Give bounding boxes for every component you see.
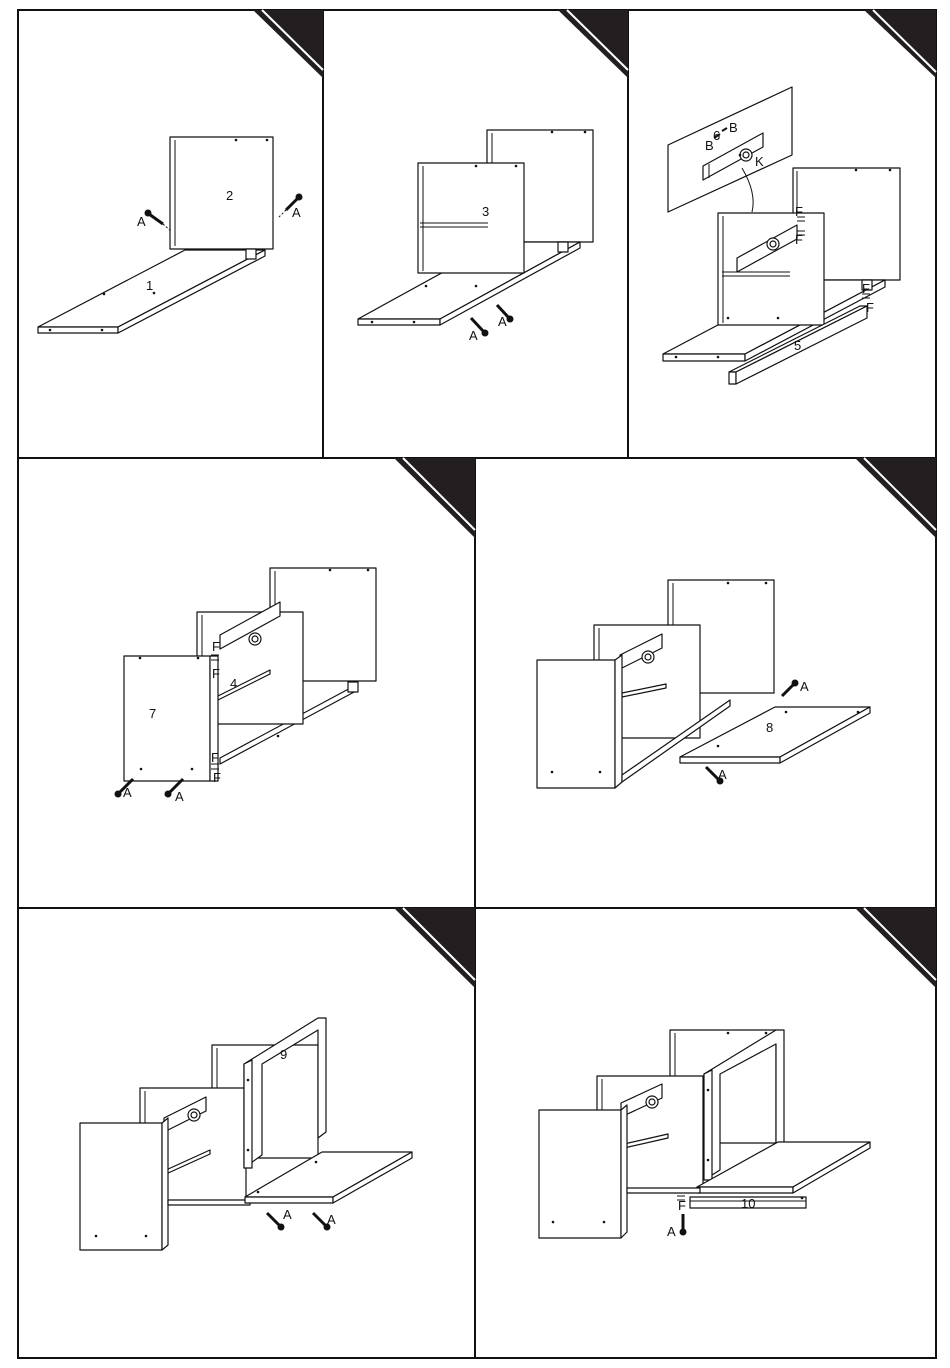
step-2-drawing: 3 A A bbox=[358, 130, 593, 343]
step-marker-4 bbox=[394, 458, 475, 538]
part-label: 3 bbox=[482, 204, 489, 219]
step-marker-1 bbox=[253, 10, 323, 78]
hardware-label: F bbox=[212, 666, 220, 681]
hardware-label: A bbox=[137, 214, 146, 229]
hardware-label: F bbox=[211, 750, 219, 765]
part-label: 5 bbox=[794, 338, 801, 353]
part-label: 8 bbox=[766, 720, 773, 735]
part-label: 1 bbox=[146, 278, 153, 293]
step-4-drawing: 7 4 F F F F A A bbox=[115, 568, 376, 804]
part-label: 9 bbox=[280, 1047, 287, 1062]
step-7-drawing: 10 F A bbox=[539, 1030, 870, 1239]
hardware-label: A bbox=[123, 785, 132, 800]
step-marker-7 bbox=[855, 908, 936, 988]
hardware-label: A bbox=[327, 1212, 336, 1227]
hardware-label: F bbox=[213, 770, 221, 785]
hardware-label: F bbox=[795, 204, 803, 219]
hardware-label: A bbox=[667, 1224, 676, 1239]
part-label: 7 bbox=[149, 706, 156, 721]
hardware-label: B bbox=[729, 120, 738, 135]
corner-markers bbox=[253, 10, 936, 988]
screw-icon bbox=[267, 1213, 330, 1230]
hardware-label: K bbox=[755, 154, 764, 169]
step-1-drawing: 2 1 A A bbox=[38, 137, 302, 333]
step-5-drawing: 8 A A bbox=[537, 580, 870, 788]
hardware-label: A bbox=[800, 679, 809, 694]
step-marker-5 bbox=[855, 458, 936, 538]
hardware-label: F bbox=[866, 300, 874, 315]
part-label: 10 bbox=[741, 1196, 755, 1211]
hardware-label: F bbox=[795, 232, 803, 247]
step-6-drawing: 9 A A bbox=[80, 1018, 412, 1250]
hardware-label: F bbox=[212, 639, 220, 654]
screw-icon bbox=[680, 1214, 686, 1235]
hardware-label: A bbox=[283, 1207, 292, 1222]
hardware-label: A bbox=[292, 205, 301, 220]
part-label: 2 bbox=[226, 188, 233, 203]
step-3-drawing: 6 5 B B K F F F F bbox=[663, 87, 900, 384]
hardware-label: A bbox=[469, 328, 478, 343]
hardware-label: A bbox=[718, 767, 727, 782]
step-marker-6 bbox=[394, 908, 475, 988]
hardware-label: A bbox=[498, 314, 507, 329]
part-label: 4 bbox=[230, 676, 237, 691]
hardware-label: F bbox=[862, 281, 870, 296]
hardware-label: A bbox=[175, 789, 184, 804]
step-marker-3 bbox=[864, 10, 936, 78]
step-marker-2 bbox=[558, 10, 628, 78]
hardware-label: F bbox=[678, 1198, 686, 1213]
hardware-label: B bbox=[705, 138, 714, 153]
part-label: 6 bbox=[713, 128, 720, 143]
